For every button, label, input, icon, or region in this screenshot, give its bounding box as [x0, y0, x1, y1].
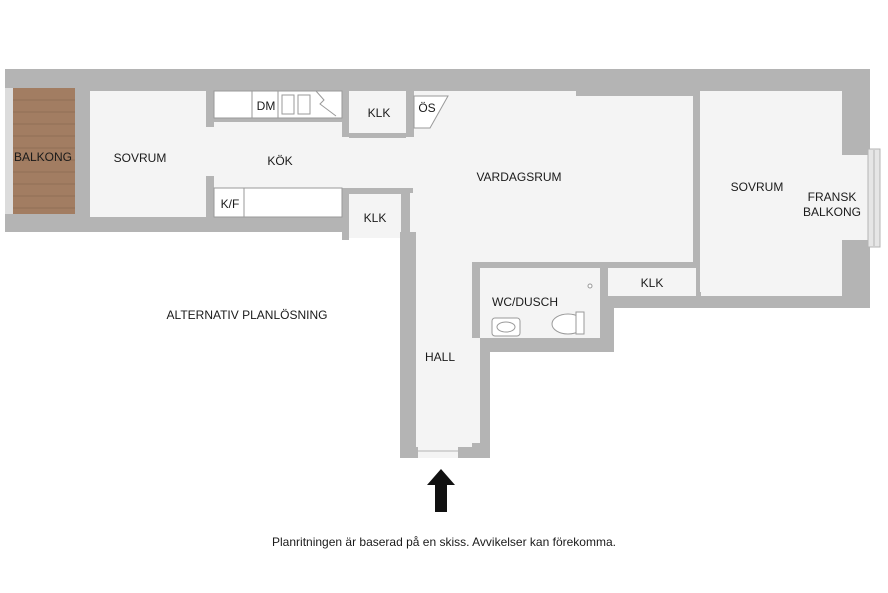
- balcony-deck: [5, 88, 75, 214]
- label-sovrum-left: SOVRUM: [114, 151, 167, 165]
- label-dm: DM: [257, 99, 276, 113]
- label-balkong: BALKONG: [14, 150, 72, 164]
- label-fransk: FRANSK: [808, 190, 857, 204]
- label-balkong-right: BALKONG: [803, 205, 861, 219]
- footer-note: Planritningen är baserad på en skiss. Av…: [272, 535, 616, 549]
- interior-walls: [75, 88, 701, 458]
- french-balcony-window: [867, 148, 881, 248]
- label-klk-right: KLK: [641, 276, 664, 290]
- label-sovrum-right: SOVRUM: [731, 180, 784, 194]
- label-klk-mid: KLK: [364, 211, 387, 225]
- label-klk-top: KLK: [368, 106, 391, 120]
- label-kok: KÖK: [267, 154, 292, 168]
- ventilation-shaft: [413, 95, 449, 129]
- entrance-arrow-icon: [427, 469, 455, 512]
- label-wc-dusch: WC/DUSCH: [492, 295, 558, 309]
- bathroom-fixtures: [491, 283, 593, 337]
- alternative-layout-label: ALTERNATIV PLANLÖSNING: [167, 308, 328, 322]
- label-vardagsrum: VARDAGSRUM: [476, 170, 561, 184]
- kitchen-fixtures: [213, 90, 343, 218]
- label-hall: HALL: [425, 350, 455, 364]
- entrance-door: [418, 443, 458, 458]
- label-os: ÖS: [418, 101, 435, 115]
- label-kf: K/F: [221, 197, 240, 211]
